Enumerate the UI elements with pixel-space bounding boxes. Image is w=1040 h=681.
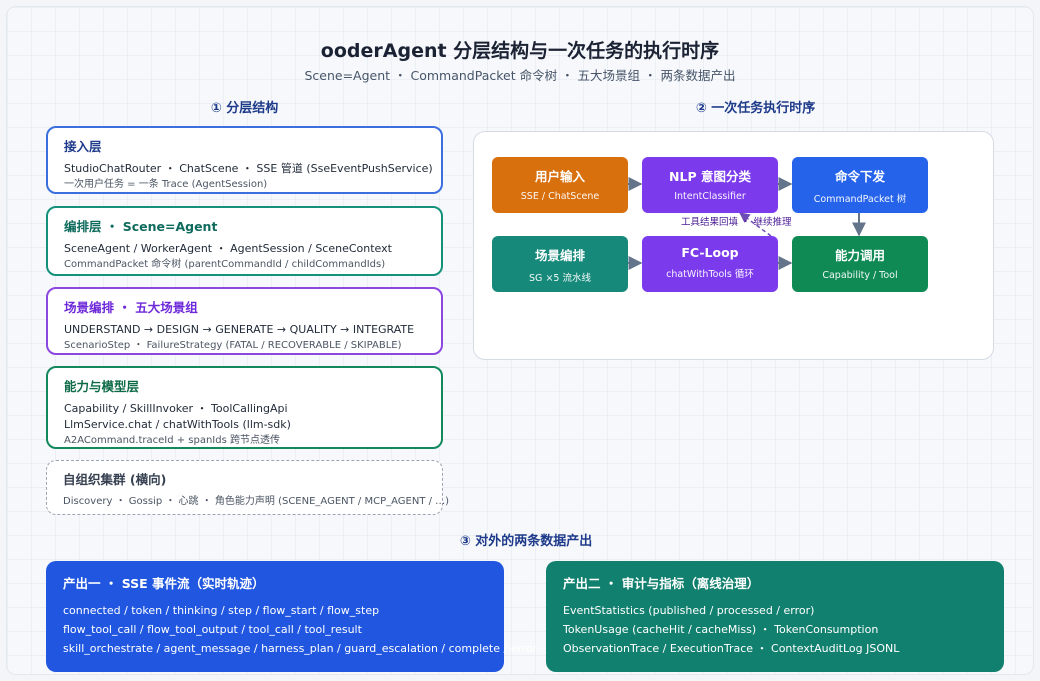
output-title: 产出二 ・ 审计与指标（离线治理）: [563, 576, 760, 591]
layer-note: CommandPacket 命令树 (parentCommandId / chi…: [64, 259, 386, 270]
flow-node-command: 命令下发 CommandPacket 树: [792, 157, 928, 213]
feedback-note: 工具结果回填 ・ 继续推理: [681, 217, 792, 228]
layer-capability: 能力与模型层 Capability / SkillInvoker ・ ToolC…: [46, 366, 443, 449]
layer-line: LlmService.chat / chatWithTools (llm-sdk…: [64, 418, 291, 431]
layer-cluster: 自组织集群 (横向) Discovery ・ Gossip ・ 心跳 ・ 角色能…: [46, 460, 450, 515]
layer-line: SceneAgent / WorkerAgent ・ AgentSession …: [64, 242, 392, 255]
flow-section-title: ② 一次任务执行时序: [695, 101, 816, 116]
output-audit-metrics: 产出二 ・ 审计与指标（离线治理） EventStatistics (publi…: [546, 561, 1004, 672]
node-title: FC-Loop: [681, 245, 739, 260]
layer-access: 接入层 StudioChatRouter ・ ChatScene ・ SSE 管…: [46, 126, 443, 194]
node-title: 能力调用: [834, 248, 885, 263]
layer-line: Discovery ・ Gossip ・ 心跳 ・ 角色能力声明 (SCENE_…: [63, 496, 450, 507]
node-title: 用户输入: [534, 169, 585, 184]
flow-node-fcloop: FC-Loop chatWithTools 循环: [642, 236, 778, 292]
layer-line: Capability / SkillInvoker ・ ToolCallingA…: [64, 402, 288, 415]
node-subtitle: SSE / ChatScene: [520, 191, 600, 202]
node-subtitle: IntentClassifier: [674, 191, 746, 202]
output-sse-stream: 产出一 ・ SSE 事件流（实时轨迹） connected / token / …: [46, 561, 538, 672]
layer-line: UNDERSTAND → DESIGN → GENERATE → QUALITY…: [64, 323, 415, 336]
output-line: flow_tool_call / flow_tool_output / tool…: [63, 623, 362, 636]
flow-node-user-input: 用户输入 SSE / ChatScene: [492, 157, 628, 213]
node-title: 场景编排: [534, 248, 585, 263]
layer-title: 编排层 ・ Scene=Agent: [64, 219, 218, 234]
flow-node-intent: NLP 意图分类 IntentClassifier: [642, 157, 778, 213]
page-title: ooderAgent 分层结构与一次任务的执行时序: [320, 40, 720, 62]
layer-note: ScenarioStep ・ FailureStrategy (FATAL / …: [64, 340, 402, 351]
layer-title: 场景编排 ・ 五大场景组: [64, 300, 198, 315]
layer-scenario: 场景编排 ・ 五大场景组 UNDERSTAND → DESIGN → GENER…: [46, 287, 443, 355]
layers-section-title: ① 分层结构: [210, 101, 279, 116]
node-subtitle: Capability / Tool: [822, 270, 898, 281]
page-subtitle: Scene=Agent ・ CommandPacket 命令树 ・ 五大场景组 …: [304, 68, 736, 83]
layer-orchestration: 编排层 ・ Scene=Agent SceneAgent / WorkerAge…: [46, 206, 443, 276]
node-title: NLP 意图分类: [669, 169, 751, 184]
node-subtitle: chatWithTools 循环: [666, 269, 754, 280]
output-title: 产出一 ・ SSE 事件流（实时轨迹）: [63, 576, 265, 591]
layer-note: A2ACommand.traceId + spanIds 跨节点透传: [64, 435, 280, 446]
layer-title: 能力与模型层: [64, 379, 140, 394]
output-line: skill_orchestrate / agent_message / harn…: [63, 642, 538, 655]
outputs-section-title: ③ 对外的两条数据产出: [459, 534, 593, 549]
output-line: ObservationTrace / ExecutionTrace ・ Cont…: [563, 642, 900, 655]
output-line: connected / token / thinking / step / fl…: [63, 604, 380, 617]
flow-node-capability: 能力调用 Capability / Tool: [792, 236, 928, 292]
node-title: 命令下发: [834, 169, 885, 184]
node-subtitle: CommandPacket 树: [813, 194, 907, 205]
output-line: TokenUsage (cacheHit / cacheMiss) ・ Toke…: [563, 623, 879, 636]
layer-line: StudioChatRouter ・ ChatScene ・ SSE 管道 (S…: [64, 162, 433, 175]
layer-title: 接入层: [64, 139, 102, 154]
node-subtitle: SG ×5 流水线: [529, 273, 591, 284]
output-line: EventStatistics (published / processed /…: [563, 604, 815, 617]
flow-node-scene: 场景编排 SG ×5 流水线: [492, 236, 628, 292]
layer-title: 自组织集群 (横向): [63, 472, 167, 487]
layer-note: 一次用户任务 = 一条 Trace (AgentSession): [64, 179, 268, 190]
